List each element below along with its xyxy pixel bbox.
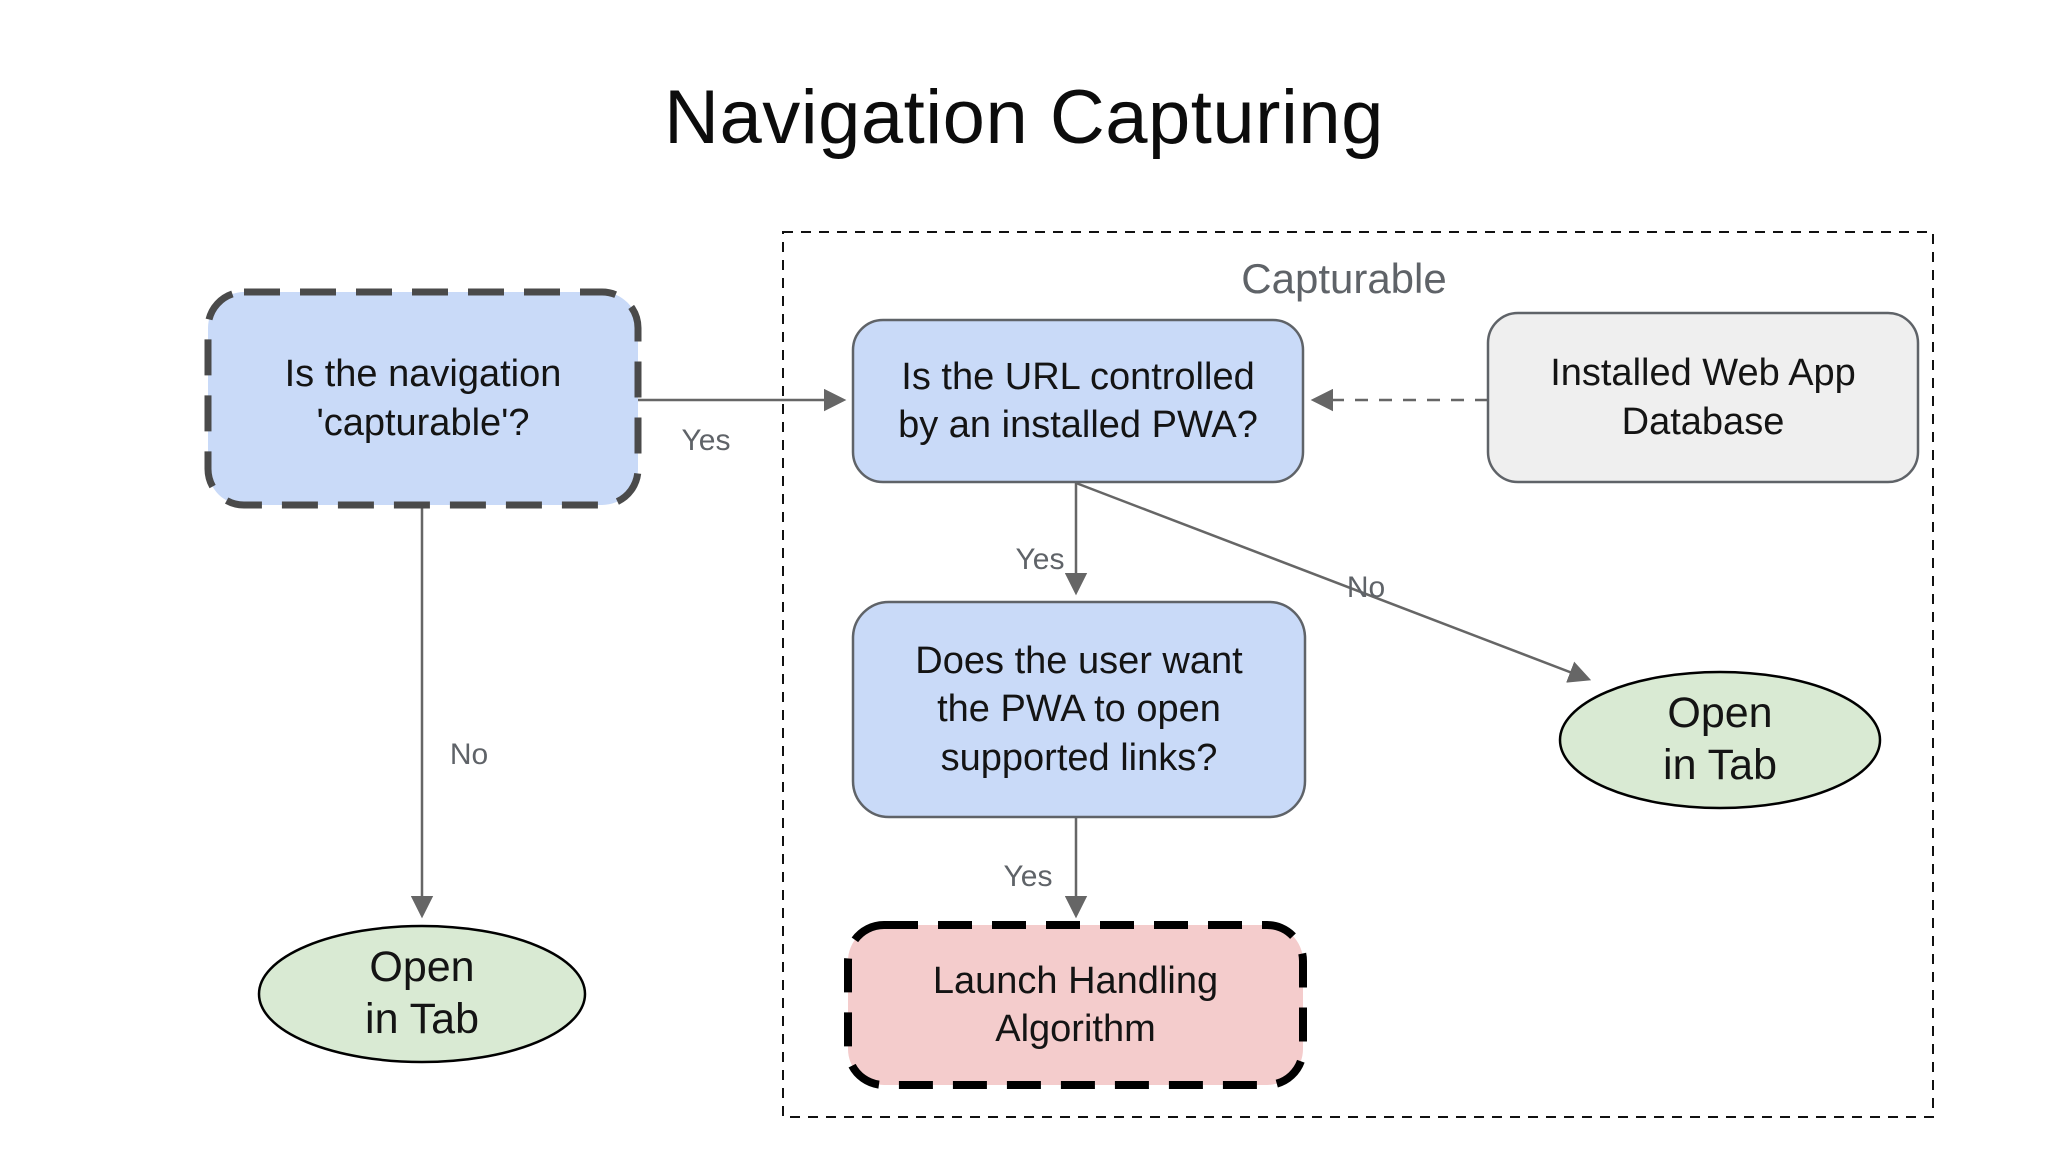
node-url-controlled-shape <box>851 318 1305 484</box>
edge-label-capturable-yes: Yes <box>681 424 731 457</box>
capturable-group-label: Capturable <box>1241 255 1447 302</box>
node-user-want-text: Does the user want the PWA to open suppo… <box>915 640 1243 779</box>
edge-controlled-no-arrow <box>1075 481 1592 683</box>
node-launch-handling-shape <box>844 921 1307 1089</box>
node-database-shape <box>1486 311 1920 484</box>
edge-label-controlled-no: No <box>1346 571 1386 604</box>
node-open-in-tab-right-shape <box>1558 670 1882 810</box>
page-title: Navigation Capturing <box>664 75 1384 160</box>
node-launch-handling-text: Launch Handling Algorithm <box>932 959 1219 1050</box>
node-is-capturable-text: Is the navigation 'capturable'? <box>284 353 562 444</box>
edge-label-capturable-no: No <box>449 738 489 771</box>
capturable-group-border <box>782 231 1934 1118</box>
node-open-in-tab-right-text: Open in Tab <box>1663 689 1777 789</box>
node-user-want-shape <box>851 600 1307 819</box>
node-open-in-tab-left-text: Open in Tab <box>365 943 479 1043</box>
node-url-controlled-text: Is the URL controlled by an installed PW… <box>898 355 1258 446</box>
node-database-text: Installed Web App Database <box>1550 352 1856 443</box>
node-open-in-tab-left-shape <box>257 924 587 1064</box>
edge-label-userwant-yes: Yes <box>1003 860 1053 893</box>
edge-label-controlled-yes: Yes <box>1015 543 1065 576</box>
node-is-capturable-shape <box>204 288 642 509</box>
